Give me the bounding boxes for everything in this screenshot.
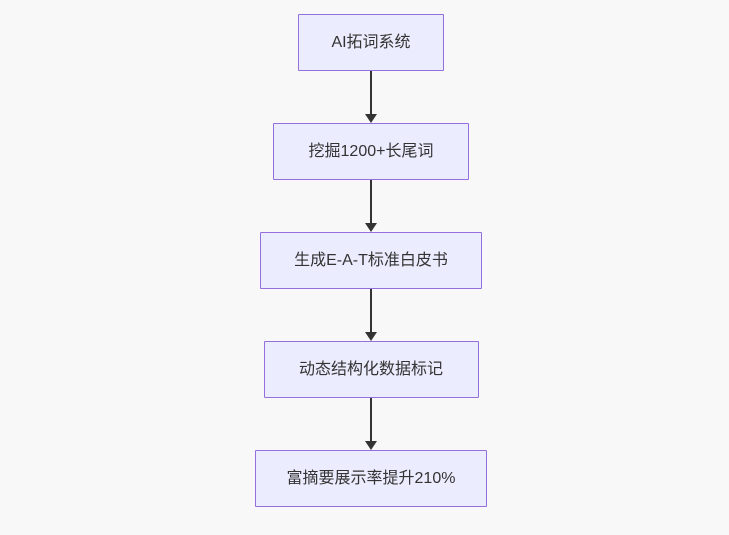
flow-node-2: 挖掘1200+长尾词	[273, 123, 469, 180]
flow-node-5: 富摘要展示率提升210%	[255, 450, 487, 507]
flow-edge-4-5	[365, 398, 377, 450]
flow-node-label: AI拓词系统	[331, 33, 411, 51]
flow-node-label: 富摘要展示率提升210%	[286, 469, 456, 487]
arrow-down-icon	[365, 223, 377, 232]
flow-node-label: 生成E-A-T标准白皮书	[294, 251, 448, 269]
flow-node-label: 挖掘1200+长尾词	[308, 142, 434, 160]
flow-node-3: 生成E-A-T标准白皮书	[260, 232, 482, 289]
arrow-line	[370, 398, 372, 441]
flowchart: AI拓词系统 挖掘1200+长尾词 生成E-A-T标准白皮书 动态结构化数据标记	[255, 14, 487, 507]
arrow-line	[370, 289, 372, 332]
flow-node-label: 动态结构化数据标记	[298, 360, 443, 378]
flow-node-4: 动态结构化数据标记	[263, 341, 479, 398]
flow-node-1: AI拓词系统	[298, 14, 444, 71]
flow-edge-3-4	[365, 289, 377, 341]
arrow-down-icon	[365, 441, 377, 450]
flow-edge-1-2	[365, 71, 377, 123]
flow-edge-2-3	[365, 180, 377, 232]
arrow-down-icon	[365, 332, 377, 341]
arrow-line	[370, 180, 372, 223]
arrow-line	[370, 71, 372, 114]
arrow-down-icon	[365, 114, 377, 123]
